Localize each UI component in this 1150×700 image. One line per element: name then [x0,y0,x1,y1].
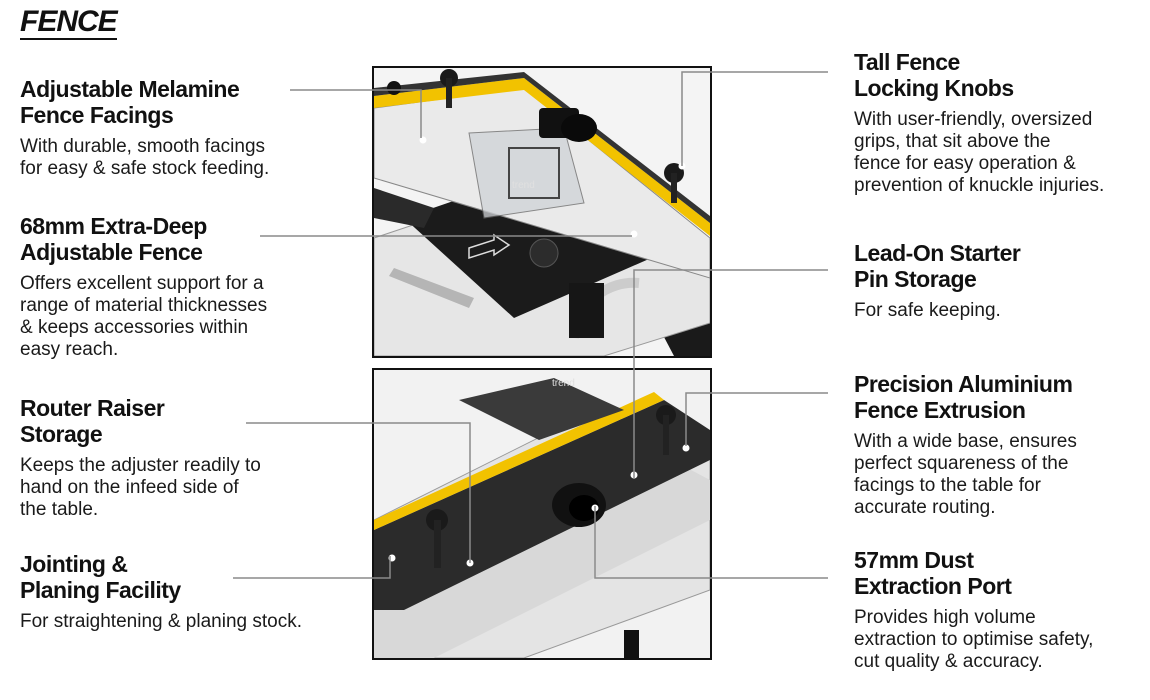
feature-title-line-2: Adjustable Fence [20,239,203,265]
desc-line: Provides high volume [854,607,1036,628]
feature-title-line-1: Router Raiser [20,395,165,421]
feature-title-line-1: Lead-On Starter [854,240,1021,266]
feature-title-line-2: Locking Knobs [854,75,1014,101]
feature-starter-pin-storage: Lead-On Starter Pin Storage For safe kee… [854,240,1021,322]
feature-title-line-1: Tall Fence [854,49,960,75]
feature-description: With durable, smooth facings for easy & … [20,136,269,180]
feature-title-line-2: Storage [20,421,103,447]
desc-line: Keeps the adjuster readily to [20,455,261,476]
feature-title-line-2: Pin Storage [854,266,977,292]
desc-line: extraction to optimise safety, [854,629,1094,650]
feature-aluminium-extrusion: Precision Aluminium Fence Extrusion With… [854,371,1077,519]
photo-top-router-table: trend [372,66,712,358]
desc-line: For straightening & planing stock. [20,611,302,632]
feature-jointing-planing: Jointing & Planing Facility For straight… [20,551,302,633]
feature-description: With a wide base, ensures perfect square… [854,431,1077,519]
feature-description: Provides high volume extraction to optim… [854,607,1093,673]
desc-line: accurate routing. [854,497,996,518]
desc-line: perfect squareness of the [854,453,1069,474]
brand-logo-bottom: trend [552,378,575,389]
feature-title-line-1: Jointing & [20,551,128,577]
feature-locking-knobs: Tall Fence Locking Knobs With user-frien… [854,49,1104,197]
desc-line: the table. [20,499,99,520]
feature-description: For safe keeping. [854,300,1020,322]
router-table-bottom-illustration: trend [374,370,710,658]
brand-logo-top: trend [512,180,535,191]
desc-line: With user-friendly, oversized [854,109,1093,130]
desc-line: & keeps accessories within [20,317,249,338]
feature-title-line-2: Extraction Port [854,573,1012,599]
feature-title-line-1: 57mm Dust [854,547,974,573]
desc-line: Offers excellent support for a [20,273,264,294]
desc-line: fence for easy operation & [854,153,1076,174]
feature-title-line-2: Fence Facings [20,102,174,128]
feature-dust-extraction-port: 57mm Dust Extraction Port Provides high … [854,547,1093,673]
desc-line: hand on the infeed side of [20,477,239,498]
desc-line: range of material thicknesses [20,295,268,316]
feature-title-line-1: Adjustable Melamine [20,76,240,102]
desc-line: for easy & safe stock feeding. [20,158,270,179]
feature-title-line-2: Fence Extrusion [854,397,1026,423]
feature-title-line-1: 68mm Extra-Deep [20,213,207,239]
page-title: FENCE [20,5,118,40]
feature-title-line-2: Planing Facility [20,577,181,603]
feature-description: For straightening & planing stock. [20,611,302,633]
desc-line: With durable, smooth facings [20,136,266,157]
photo-bottom-router-table: trend [372,368,712,660]
desc-line: With a wide base, ensures [854,431,1077,452]
desc-line: grips, that sit above the [854,131,1051,152]
feature-router-raiser-storage: Router Raiser Storage Keeps the adjuster… [20,395,261,521]
feature-description: With user-friendly, oversized grips, tha… [854,109,1104,197]
feature-extra-deep-fence: 68mm Extra-Deep Adjustable Fence Offers … [20,213,267,361]
desc-line: facings to the table for [854,475,1041,496]
feature-melamine-facings: Adjustable Melamine Fence Facings With d… [20,76,269,180]
desc-line: cut quality & accuracy. [854,651,1043,672]
feature-title-line-1: Precision Aluminium [854,371,1073,397]
feature-description: Offers excellent support for a range of … [20,273,267,361]
desc-line: For safe keeping. [854,300,1001,321]
feature-description: Keeps the adjuster readily to hand on th… [20,455,261,521]
desc-line: prevention of knuckle injuries. [854,175,1105,196]
desc-line: easy reach. [20,339,119,360]
router-table-top-illustration: trend [374,68,710,356]
